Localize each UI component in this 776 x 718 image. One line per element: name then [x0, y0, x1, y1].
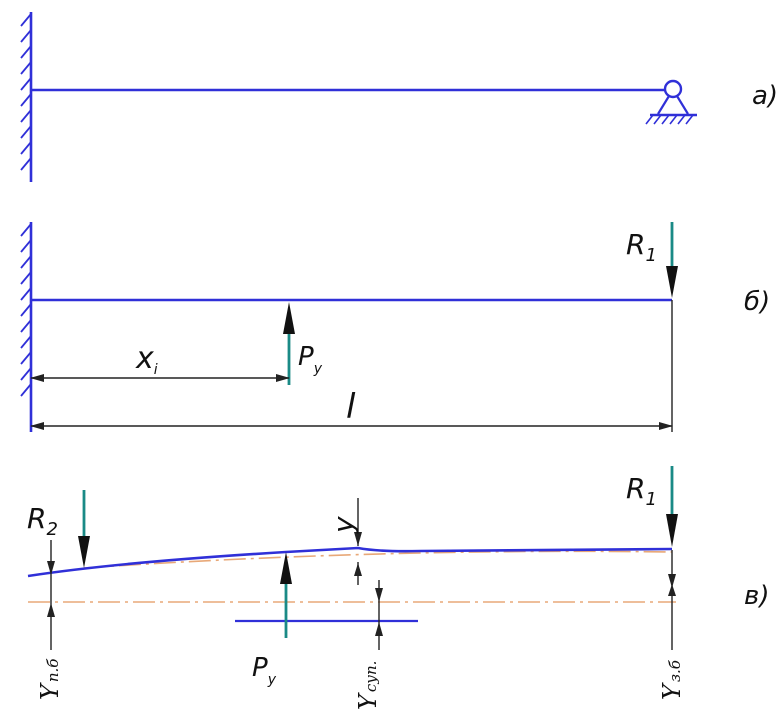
dim-y-left-label: Yп.б: [36, 658, 64, 700]
dim-y-mid-label: Yсуп.: [354, 661, 382, 710]
support-axis-c: [83, 550, 673, 569]
pin-support-a: [645, 79, 697, 125]
panel-b-tag: б): [744, 287, 770, 317]
reaction-r1-label-c: R1: [626, 472, 657, 510]
panel-c: R2 R1 Py y Yп.б: [27, 466, 769, 710]
dim-y-label: y: [327, 516, 360, 534]
panel-b: R1 Py xi l б): [20, 222, 770, 432]
force-py-arrow-c: [280, 552, 292, 638]
dim-y-c: [354, 498, 362, 585]
panel-a: а): [20, 12, 776, 182]
reaction-r2-arrow-c: [78, 490, 90, 568]
reaction-r2-label-c: R2: [27, 502, 58, 540]
force-py-label-b: Py: [298, 342, 323, 377]
fixed-support-a: [20, 12, 33, 182]
reaction-r1-label-b: R1: [626, 228, 657, 266]
dim-xi-label: xi: [135, 341, 158, 378]
dim-y-right-c: [668, 550, 676, 650]
panel-c-tag: в): [744, 581, 769, 611]
force-py-arrow-b: [283, 302, 295, 385]
deflected-beam-c: [27, 546, 673, 578]
dim-y-mid-c: [375, 580, 383, 650]
fixed-support-b: [20, 222, 33, 432]
force-py-label-c: Py: [252, 653, 277, 688]
reaction-r1-arrow-c: [666, 466, 678, 547]
panel-a-tag: а): [752, 81, 776, 111]
dim-l-label: l: [346, 387, 356, 427]
dim-y-left-c: [47, 540, 55, 650]
dim-y-right-label: Yз.б: [658, 659, 686, 700]
reaction-r1-arrow-b: [666, 222, 678, 298]
